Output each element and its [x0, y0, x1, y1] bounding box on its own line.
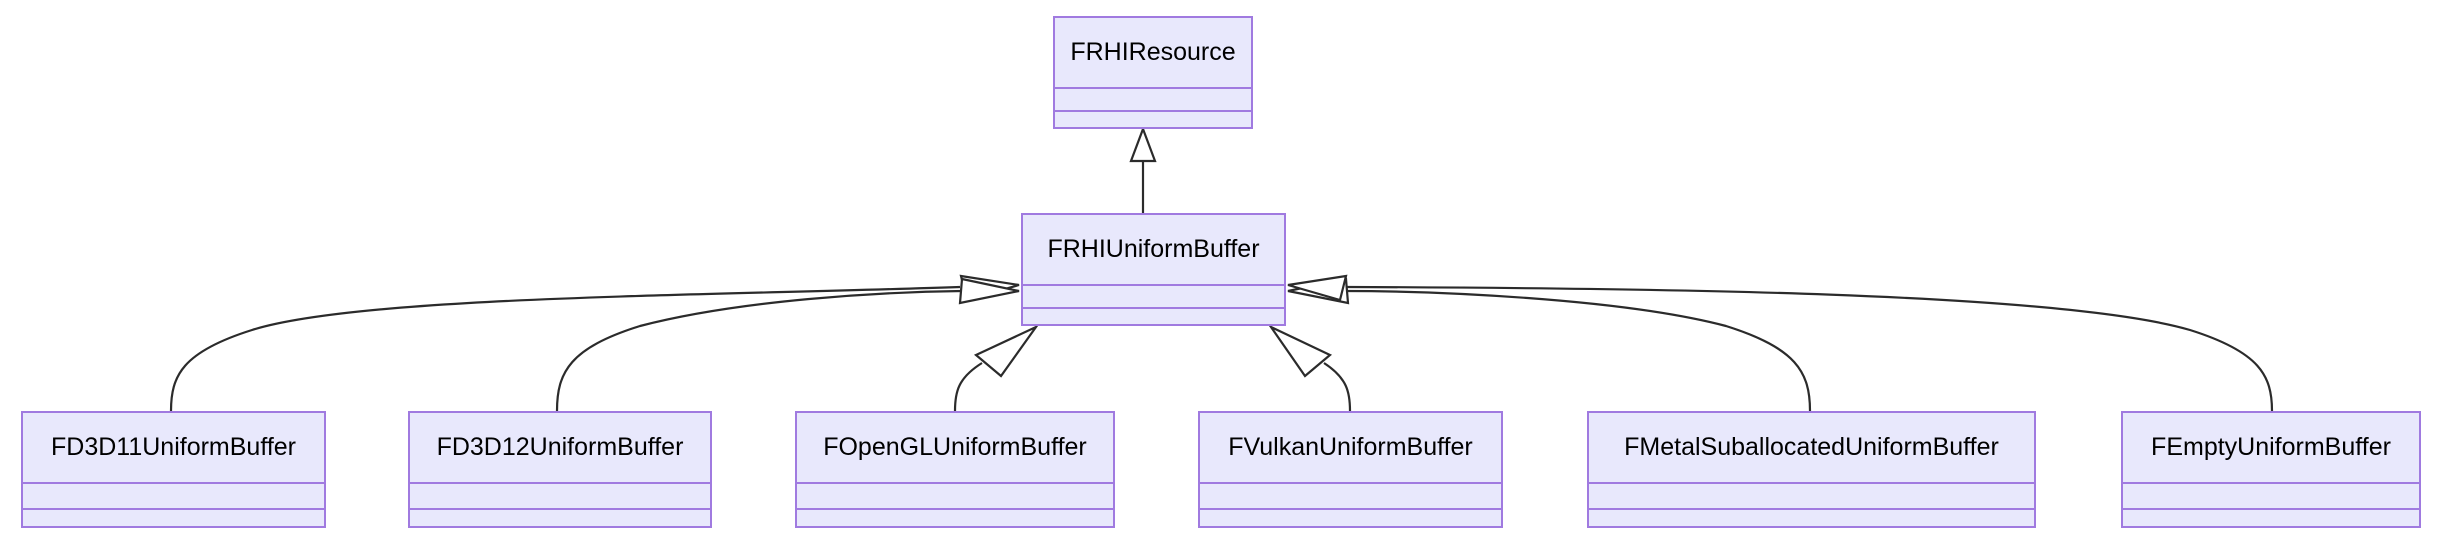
class-separator [1055, 110, 1251, 112]
class-node-frhiresource[interactable]: FRHIResource [1053, 16, 1253, 129]
class-separator [1200, 508, 1501, 510]
class-separator [1200, 482, 1501, 484]
class-node-fd3d12uniformbuffer[interactable]: FD3D12UniformBuffer [408, 411, 712, 528]
class-node-fopengluniformbuffer[interactable]: FOpenGLUniformBuffer [795, 411, 1115, 528]
hollow-triangle-arrowhead [958, 277, 1020, 305]
class-title-fd3d11uniformbuffer: FD3D11UniformBuffer [51, 433, 296, 461]
class-node-fd3d11uniformbuffer[interactable]: FD3D11UniformBuffer [21, 411, 326, 528]
class-node-fmetalsuballocateduniformbuffer[interactable]: FMetalSuballocatedUniformBuffer [1587, 411, 2036, 528]
class-title-fmetalsuballocateduniformbuffer: FMetalSuballocatedUniformBuffer [1624, 433, 1999, 461]
class-separator [797, 482, 1113, 484]
class-node-frhiuniformbuffer[interactable]: FRHIUniformBuffer [1021, 213, 1286, 326]
class-title-fvulkanuniformbuffer: FVulkanUniformBuffer [1228, 433, 1473, 461]
class-attributes-compartment [1055, 89, 1251, 110]
class-title-frhiuniformbuffer: FRHIUniformBuffer [1047, 235, 1260, 263]
class-node-femptyuniformbuffer[interactable]: FEmptyUniformBuffer [2121, 411, 2421, 528]
class-title-fopengluniformbuffer: FOpenGLUniformBuffer [823, 433, 1087, 461]
class-separator [2123, 508, 2419, 510]
class-separator [410, 508, 710, 510]
class-node-fvulkanuniformbuffer[interactable]: FVulkanUniformBuffer [1198, 411, 1503, 528]
class-separator [1589, 508, 2034, 510]
class-operations-compartment [23, 510, 324, 526]
class-operations-compartment [797, 510, 1113, 526]
class-separator [2123, 482, 2419, 484]
hollow-triangle-arrowhead [1287, 274, 1348, 302]
class-attributes-compartment [2123, 484, 2419, 508]
class-operations-compartment [1589, 510, 2034, 526]
hollow-triangle-arrowhead [1267, 324, 1333, 378]
edge-metal-to-uniformbuffer [1287, 277, 1812, 412]
class-separator [23, 508, 324, 510]
edge-d3d11-to-uniformbuffer [169, 274, 1020, 412]
class-attributes-compartment [23, 484, 324, 508]
class-separator [1023, 284, 1284, 286]
class-attributes-compartment [797, 484, 1113, 508]
class-operations-compartment [1023, 309, 1284, 324]
class-separator [797, 508, 1113, 510]
class-attributes-compartment [410, 484, 710, 508]
class-title-femptyuniformbuffer: FEmptyUniformBuffer [2151, 433, 2391, 461]
class-separator [410, 482, 710, 484]
class-title-fd3d12uniformbuffer: FD3D12UniformBuffer [436, 433, 684, 461]
class-separator [1023, 307, 1284, 309]
edge-d3d12-to-uniformbuffer [555, 277, 1020, 412]
edge-vulkan-to-uniformbuffer [1267, 324, 1352, 412]
class-attributes-compartment [1589, 484, 2034, 508]
class-attributes-compartment [1023, 286, 1284, 307]
edge-empty-to-uniformbuffer [1287, 274, 2274, 412]
class-operations-compartment [1055, 112, 1251, 127]
hollow-triangle-arrowhead [1129, 125, 1157, 163]
class-separator [1055, 87, 1251, 89]
class-separator [23, 482, 324, 484]
class-separator [1589, 482, 2034, 484]
class-operations-compartment [1200, 510, 1501, 526]
class-title-frhiresource: FRHIResource [1070, 38, 1236, 66]
hollow-triangle-arrowhead [973, 324, 1040, 378]
edge-uniformbuffer-to-resource [1129, 125, 1157, 213]
class-attributes-compartment [1200, 484, 1501, 508]
class-operations-compartment [410, 510, 710, 526]
edge-opengl-to-uniformbuffer [953, 324, 1040, 412]
hollow-triangle-arrowhead [959, 274, 1020, 302]
class-operations-compartment [2123, 510, 2419, 526]
hollow-triangle-arrowhead [1287, 277, 1350, 305]
